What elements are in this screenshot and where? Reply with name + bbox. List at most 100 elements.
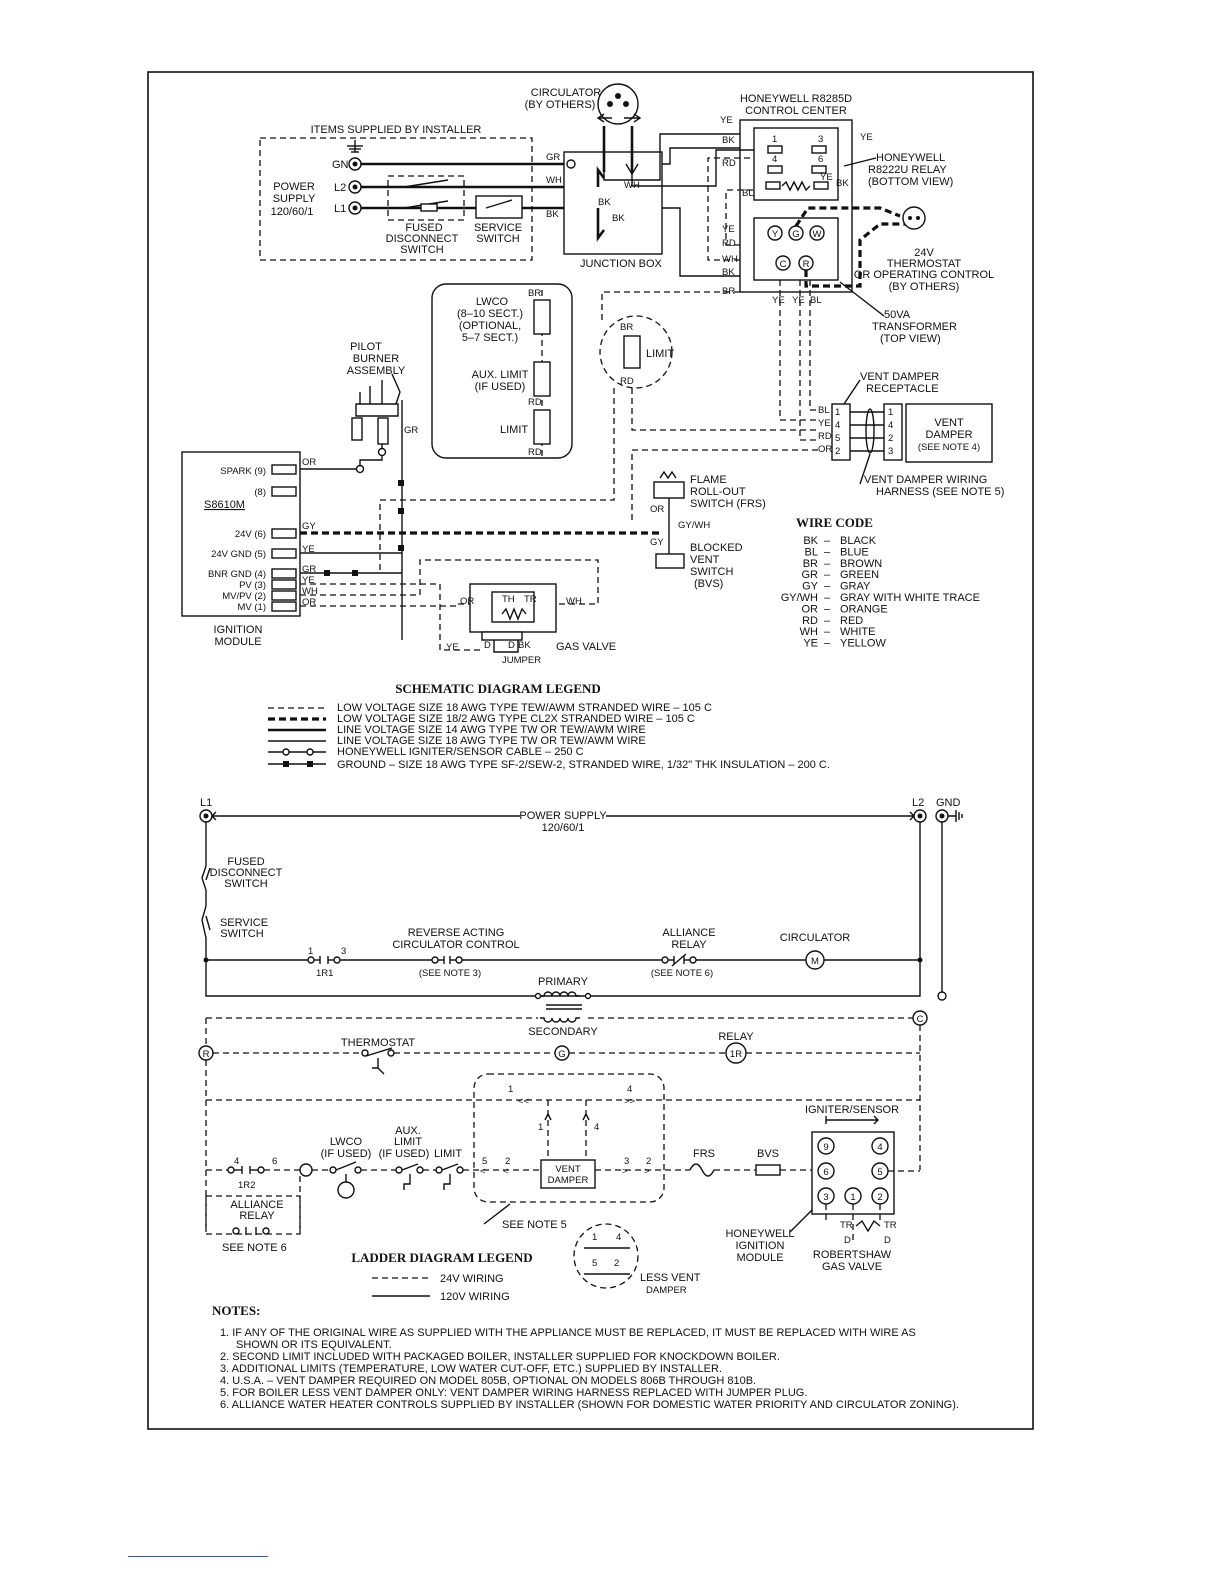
wire-code-dash: –: [824, 569, 831, 581]
transformer-label-1: 50VA: [884, 309, 911, 321]
notes-section: NOTES: 1. IF ANY OF THE ORIGINAL WIRE AS…: [212, 1303, 959, 1411]
ladder-l2-label: L2: [912, 797, 924, 809]
relay-term-1: 1: [772, 134, 777, 145]
vent-damper-receptacle: [831, 403, 851, 461]
notes-title: NOTES:: [212, 1303, 260, 1318]
power-supply-label-3: 120/60/1: [271, 206, 314, 218]
igniter-sensor-label: IGNITER/SENSOR: [805, 1104, 899, 1116]
ladder-ground-screw: [937, 991, 947, 1001]
fused-switch-blade-1: [403, 179, 449, 188]
vd-motor-label-1: VENT: [555, 1164, 581, 1175]
ladder-l1-label: L1: [200, 797, 212, 809]
alliance-relay-label-1: ALLIANCE: [230, 1199, 283, 1211]
wire-code-color: YELLOW: [840, 638, 886, 650]
honeywell-label-2: IGNITION: [736, 1240, 785, 1252]
vent-receptacle-label-2: RECEPTACLE: [866, 383, 939, 395]
wire-code-color: ORANGE: [840, 603, 888, 615]
l2-label: L2: [334, 182, 346, 194]
l1-label: L1: [334, 203, 346, 215]
page-footer-rule: [128, 1556, 268, 1557]
ladder-limit-switch: [441, 1163, 459, 1171]
vent-damper-label-2: DAMPER: [925, 429, 972, 441]
legend-entry-1: LOW VOLTAGE SIZE 18 AWG TYPE TEW/AWM STR…: [337, 702, 712, 714]
note-1: 1. IF ANY OF THE ORIGINAL WIRE AS SUPPLI…: [220, 1327, 916, 1339]
cc-ye-tag: YE: [720, 115, 733, 126]
ladder-lwco-switch: [335, 1161, 357, 1171]
ladder-service-label-1: SERVICE: [220, 917, 268, 929]
frs-label-2: ROLL-OUT: [690, 486, 746, 498]
svg-text:Y: Y: [772, 229, 779, 240]
ladder-ground-symbol: [948, 810, 963, 822]
vd-left-pin-2: 2: [505, 1156, 510, 1167]
frs-label-1: FLAME: [690, 474, 727, 486]
frs-gywh-tag: GY/WH: [678, 520, 710, 531]
ladder-circulator-label: CIRCULATOR: [780, 932, 851, 944]
service-switch-box: [475, 195, 523, 219]
ladder-legend-24v: 24V WIRING: [440, 1273, 504, 1285]
cc-bl-tag: BL: [742, 188, 754, 199]
svg-text:G: G: [792, 229, 799, 240]
ladder-legend-120v: 120V WIRING: [440, 1291, 510, 1303]
second-limit-circle: [599, 315, 673, 389]
wire-code-dash: –: [824, 581, 831, 593]
gas-valve-label: GAS VALVE: [556, 641, 616, 653]
robertshaw-label-1: ROBERTSHAW: [813, 1249, 892, 1261]
wire-code-dash: –: [824, 638, 831, 650]
svg-text:2: 2: [835, 446, 840, 457]
hw-term-2: 2: [877, 1192, 882, 1203]
wire-code-dash: –: [824, 558, 831, 570]
ladder-gnd-label: GND: [936, 797, 961, 809]
secondary-label: SECONDARY: [528, 1026, 598, 1038]
ladder-lwco-label-2: (IF USED): [321, 1148, 372, 1160]
ladder-service-label-2: SWITCH: [220, 928, 263, 940]
frs-label-3: SWITCH (FRS): [690, 498, 766, 510]
ladder-fused-label-1: FUSED: [227, 856, 264, 868]
note-3: 3. ADDITIONAL LIMITS (TEMPERATURE, LOW W…: [220, 1363, 722, 1375]
wire-code-abbrev: BK: [803, 535, 818, 547]
vent-damper-label-3: (SEE NOTE 4): [918, 442, 980, 453]
bvs-label-1: BLOCKED: [690, 542, 743, 554]
second-limit-label: LIMIT: [646, 348, 674, 360]
junction-bk-tag-3: BK: [612, 213, 625, 224]
cc-bk-tag-3: BK: [722, 267, 735, 278]
recep-bl-tag: BL: [818, 405, 830, 416]
terminal-r-label: R: [203, 1049, 210, 1060]
svg-text:>>: >>: [624, 1096, 636, 1107]
jp-pin-5: 5: [592, 1258, 597, 1269]
legend-swatch-ground: [268, 761, 326, 767]
wire-code-abbrev: GR: [802, 569, 819, 581]
valve-ye-tag: YE: [446, 642, 459, 653]
relay-term-6: 6: [818, 154, 823, 165]
module-wh-tag: WH: [302, 586, 318, 597]
relay-coil-icon: [781, 180, 811, 192]
svg-text:<<: <<: [518, 1096, 530, 1107]
recep-ye-tag: YE: [818, 418, 831, 429]
junction-gr-tag: GR: [546, 152, 560, 163]
junction-bk-tag: BK: [546, 209, 559, 220]
gas-valve-th: TH: [502, 594, 515, 605]
ladder-fused-disconnect: [201, 865, 207, 891]
see-note-6-label-a: (SEE NOTE 6): [651, 968, 713, 979]
svg-text:4: 4: [835, 420, 840, 431]
lwco-label-2: (8–10 SECT.): [457, 308, 523, 320]
junction-wh-tag: WH: [546, 175, 562, 186]
valve-d-tag: D: [484, 640, 491, 651]
jumper-plug-circle: [573, 1223, 639, 1289]
hw-term-5: 5: [877, 1167, 882, 1178]
terminal-24v: 24V (6): [235, 529, 266, 540]
thermostat-icon: [902, 206, 926, 230]
pilot-label-3: ASSEMBLY: [347, 365, 406, 377]
wire-code-color: BROWN: [840, 558, 882, 570]
module-model-label: S8610M: [204, 499, 245, 511]
lwco-switch: [533, 299, 551, 335]
ladder-power-label-2: 120/60/1: [542, 822, 585, 834]
alliance-relay-label-2: RELAY: [239, 1210, 275, 1222]
wire-code-dash: –: [824, 546, 831, 558]
reverse-acting-label-1: REVERSE ACTING: [408, 927, 505, 939]
ignition-module-label-1: IGNITION: [214, 624, 263, 636]
vd-mid-pin-1: 1: [538, 1122, 543, 1133]
terminal-bnr-gnd: BNR GND (4): [208, 569, 266, 580]
terminal-c-label: C: [917, 1014, 924, 1025]
diagram-frame: [147, 71, 1034, 1430]
